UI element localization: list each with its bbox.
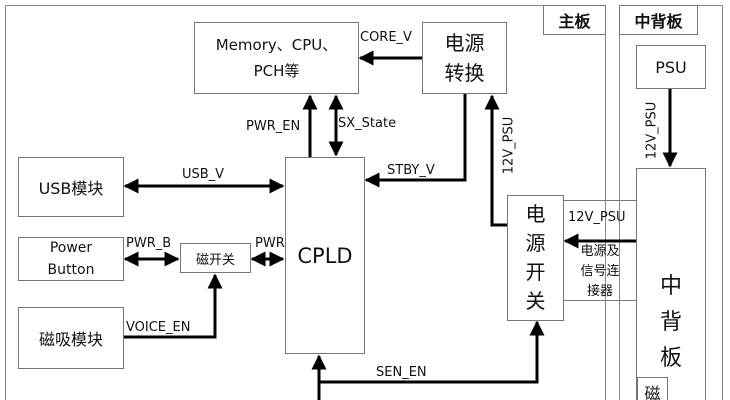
main-board-frame bbox=[5, 5, 606, 400]
midboard-block: 中背板 bbox=[636, 168, 706, 400]
power-switch-block: 电源开关 bbox=[507, 195, 564, 321]
usb-label: USB模块 bbox=[38, 179, 104, 198]
mag-module-block: 磁吸模块 bbox=[18, 307, 124, 369]
pwr-en-label: PWR_EN bbox=[246, 119, 301, 134]
mag-switch-block: 磁开关 bbox=[180, 243, 251, 273]
mid-backplane-label: 中背板 bbox=[619, 5, 698, 35]
connector-label: 电源及信号连接器 bbox=[580, 243, 620, 299]
mag-module-label: 磁吸模块 bbox=[38, 330, 103, 349]
v12-psu-main-arrow bbox=[484, 94, 507, 227]
mag-partial-block: 磁 bbox=[637, 377, 668, 400]
core-v-label: CORE_V bbox=[360, 30, 412, 45]
sen-en-arrow bbox=[319, 320, 545, 384]
pwr-label: PWR bbox=[255, 236, 285, 251]
psu-label: PSU bbox=[655, 57, 687, 77]
cpld-label: CPLD bbox=[297, 244, 353, 268]
power-switch-label: 电源开关 bbox=[525, 202, 546, 313]
v12-psu-mid-label: 12V_PSU bbox=[644, 101, 660, 160]
mag-partial-label: 磁 bbox=[644, 384, 661, 400]
usb-module-block: USB模块 bbox=[18, 157, 124, 217]
power-button-label: Power Button bbox=[47, 240, 95, 278]
voice-en-label: VOICE_EN bbox=[126, 320, 191, 335]
stby-v-label: STBY_V bbox=[387, 163, 435, 178]
usb-v-label: USB_V bbox=[182, 167, 225, 182]
v12-psu-main-label: 12V_PSU bbox=[501, 116, 517, 175]
voice-en-arrow bbox=[123, 273, 223, 339]
memory-label: Memory、CPU、PCH等 bbox=[215, 36, 338, 80]
midboard-label: 中背板 bbox=[660, 274, 683, 371]
cpld-block: CPLD bbox=[285, 157, 365, 354]
mag-switch-label: 磁开关 bbox=[195, 252, 235, 268]
power-button-block: Power Button bbox=[18, 237, 124, 281]
v12-psu-conn-label: 12V_PSU bbox=[568, 210, 626, 225]
power-convert-label: 电源转换 bbox=[444, 31, 485, 85]
pwr-b-label: PWR_B bbox=[126, 236, 172, 251]
memory-cpu-pch-block: Memory、CPU、PCH等 bbox=[194, 22, 359, 94]
main-board-label: 主板 bbox=[543, 5, 606, 35]
power-convert-block: 电源转换 bbox=[422, 22, 507, 94]
sx-state-label: SX_State bbox=[338, 116, 397, 131]
psu-block: PSU bbox=[636, 45, 706, 89]
sen-en-label: SEN_EN bbox=[376, 365, 427, 380]
stby-v-arrow bbox=[364, 94, 467, 188]
